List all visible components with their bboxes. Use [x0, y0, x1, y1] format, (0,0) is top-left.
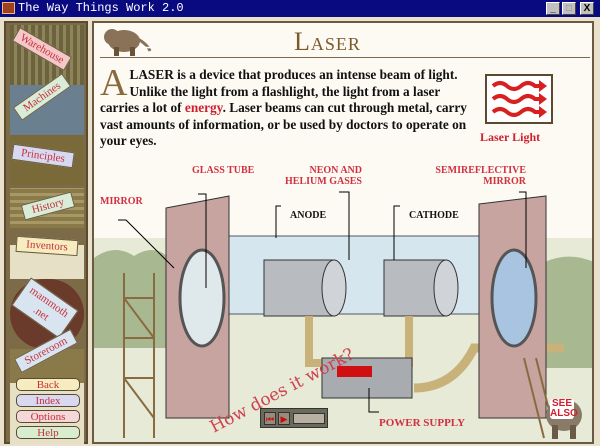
label-glass-tube: GLASS TUBE — [192, 165, 255, 176]
maximize-button[interactable]: □ — [562, 2, 576, 15]
animation-player: ⏮ ▶ — [260, 408, 328, 428]
help-button[interactable]: Help — [16, 426, 80, 439]
index-button[interactable]: Index — [16, 394, 80, 407]
cathode — [383, 259, 459, 317]
anode — [263, 259, 347, 317]
power-supply — [321, 357, 413, 399]
mammoth-icon[interactable] — [102, 25, 154, 57]
label-power-supply: POWER SUPPLY — [379, 417, 466, 429]
left-mirror — [165, 195, 230, 419]
label-mirror: MIRROR — [100, 196, 143, 207]
label-anode: ANODE — [290, 210, 327, 221]
page-title: Laser — [294, 27, 361, 56]
laser-diagram — [94, 191, 592, 442]
intro-text-2: . Laser beams can cut through metal, car… — [100, 100, 467, 148]
scaffold — [123, 273, 155, 438]
label-cathode: CATHODE — [409, 210, 459, 221]
laser-waves-icon — [491, 80, 547, 118]
title-bar: The Way Things Work 2.0 _ □ X — [0, 0, 600, 17]
drop-cap: A — [100, 62, 128, 104]
window-title: The Way Things Work 2.0 — [18, 1, 184, 15]
energy-link[interactable]: energy — [184, 100, 223, 115]
label-neon-helium-gases: NEON AND HELIUM GASES — [285, 165, 362, 187]
options-button[interactable]: Options — [16, 410, 80, 423]
back-button[interactable]: Back — [16, 378, 80, 391]
label-semireflective-mirror: SEMIREFLECTIVE MIRROR — [435, 165, 526, 187]
play-button[interactable]: ▶ — [278, 412, 290, 425]
semireflective-mirror — [478, 195, 547, 419]
navigation-sidebar: Warehouse Machines Principles History In… — [4, 21, 88, 444]
close-button[interactable]: X — [580, 2, 594, 15]
laser-light-button[interactable] — [485, 74, 553, 124]
minimize-button[interactable]: _ — [546, 2, 560, 15]
app-book-icon — [2, 2, 15, 14]
rewind-button[interactable]: ⏮ — [264, 412, 276, 425]
progress-bar[interactable] — [293, 413, 325, 424]
intro-text: LASER is a device that produces an inten… — [100, 67, 458, 115]
laser-light-label: Laser Light — [480, 130, 541, 144]
title-divider — [100, 57, 590, 58]
see-also-button[interactable]: SEE ALSO — [550, 398, 578, 419]
